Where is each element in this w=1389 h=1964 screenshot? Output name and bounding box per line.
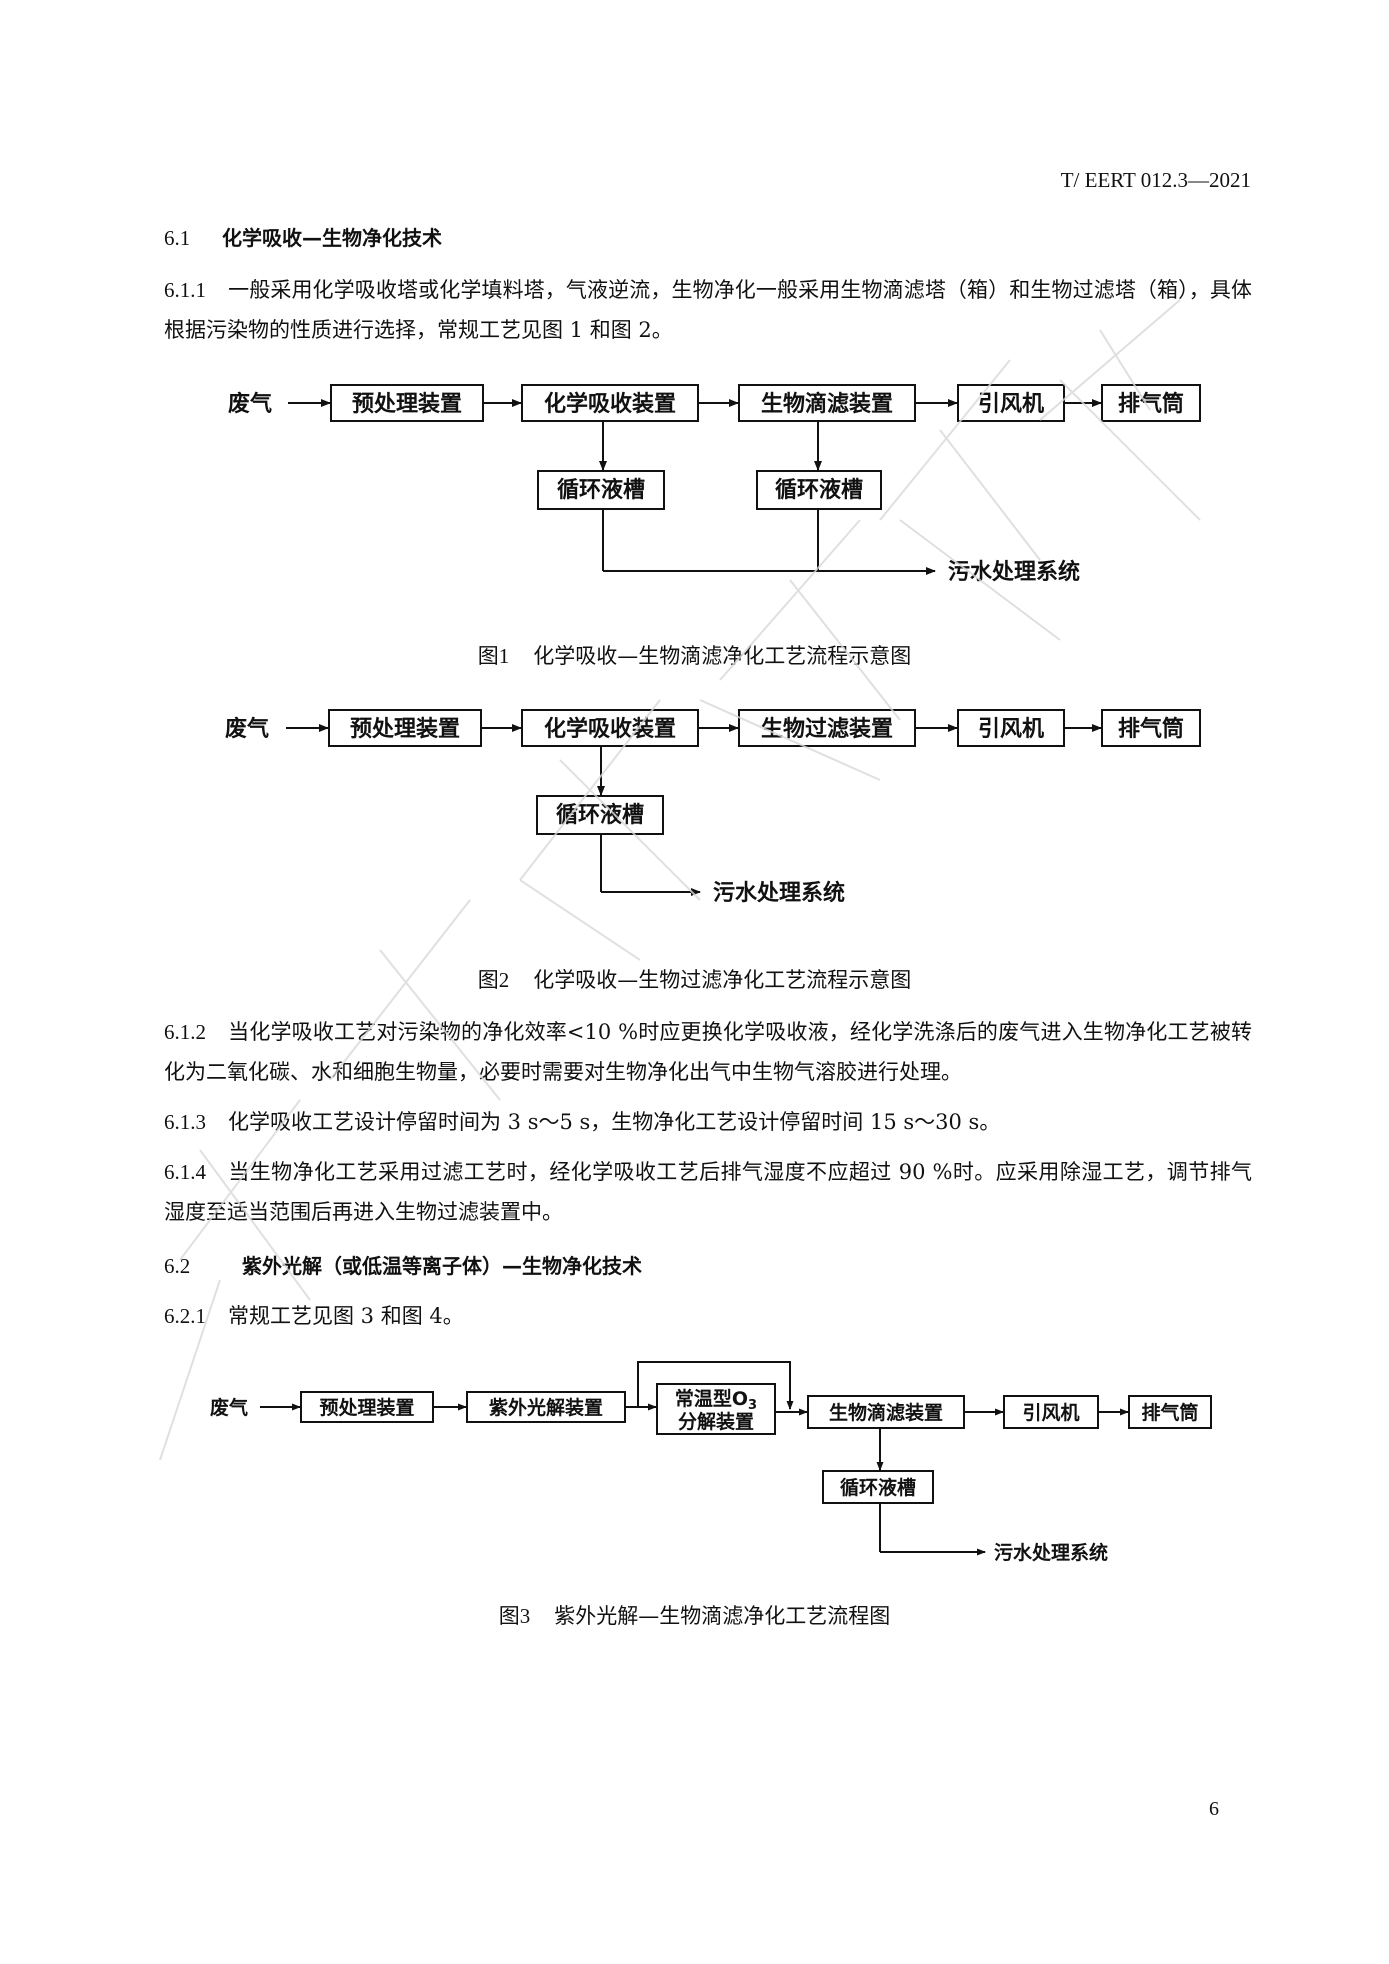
clause-text: 当生物净化工艺采用过滤工艺时，经化学吸收工艺后排气湿度不应超过 90 %时。应采…: [164, 1160, 1252, 1224]
figure-2-caption: 图2 化学吸收—生物过滤净化工艺流程示意图: [0, 964, 1389, 994]
clause-number: 6.1.2: [164, 1020, 206, 1044]
circulation-tank-box: 循环液槽: [557, 477, 645, 503]
page-number: 6: [1209, 1798, 1219, 1820]
caption-number: 图1: [477, 644, 510, 668]
clause-number: 6.1.1: [164, 278, 206, 302]
bio-trickling-box: 生物滴滤装置: [761, 391, 893, 417]
figure-3-flowchart: 废气 预处理装置 紫外光解装置 常温型O3 分解装置 生物滴滤装置 引风机 排气…: [0, 1350, 1389, 1570]
caption-number: 图3: [498, 1604, 531, 1628]
sewage-system-label: 污水处理系统: [994, 1541, 1108, 1564]
waste-gas-label: 废气: [228, 391, 272, 417]
ozone-label: 常温型O: [675, 1387, 748, 1410]
waste-gas-label: 废气: [210, 1396, 248, 1419]
paragraph-6-1-3: 6.1.3 化学吸收工艺设计停留时间为 3 s～5 s，生物净化工艺设计停留时间 …: [164, 1102, 1252, 1142]
caption-text: 化学吸收—生物滴滤净化工艺流程示意图: [533, 644, 912, 668]
ozone-decomposition-box-line1: 常温型O3: [675, 1387, 757, 1413]
section-heading-6-1: 6.1 化学吸收—生物净化技术: [164, 222, 442, 251]
ozone-decomposition-box-line2: 分解装置: [678, 1410, 754, 1433]
figure-3-caption: 图3 紫外光解—生物滴滤净化工艺流程图: [0, 1600, 1389, 1630]
clause-text: 当化学吸收工艺对污染物的净化效率<10 %时应更换化学吸收液，经化学洗涤后的废气…: [164, 1020, 1252, 1084]
circulation-tank-box: 循环液槽: [775, 477, 863, 503]
pretreatment-box: 预处理装置: [352, 391, 462, 417]
section-title: 化学吸收—生物净化技术: [222, 226, 442, 250]
induced-fan-box: 引风机: [1022, 1402, 1079, 1424]
ozone-subscript: 3: [748, 1398, 757, 1413]
bio-trickling-box: 生物滴滤装置: [829, 1401, 943, 1424]
exhaust-stack-box: 排气筒: [1118, 391, 1184, 417]
circulation-tank-box: 循环液槽: [556, 802, 644, 828]
chemical-absorption-box: 化学吸收装置: [544, 391, 676, 417]
document-code: T/ EERT 012.3—2021: [1060, 168, 1251, 192]
sewage-system-label: 污水处理系统: [713, 880, 845, 906]
chemical-absorption-box: 化学吸收装置: [544, 716, 676, 742]
waste-gas-label: 废气: [225, 716, 269, 742]
clause-text: 化学吸收工艺设计停留时间为 3 s～5 s，生物净化工艺设计停留时间 15 s～…: [228, 1110, 1001, 1134]
uv-photolysis-box: 紫外光解装置: [489, 1396, 603, 1419]
pretreatment-box: 预处理装置: [319, 1396, 414, 1419]
section-title: 紫外光解（或低温等离子体）—生物净化技术: [242, 1254, 642, 1278]
clause-number: 6.1.3: [164, 1110, 206, 1134]
section-number: 6.1: [164, 226, 191, 250]
clause-text: 常规工艺见图 3 和图 4。: [228, 1304, 464, 1328]
clause-number: 6.1.4: [164, 1160, 206, 1184]
caption-text: 紫外光解—生物滴滤净化工艺流程图: [554, 1604, 891, 1628]
circulation-tank-box: 循环液槽: [840, 1476, 916, 1499]
section-heading-6-2: 6.2 紫外光解（或低温等离子体）—生物净化技术: [164, 1250, 642, 1279]
induced-fan-box: 引风机: [978, 717, 1044, 742]
sewage-system-label: 污水处理系统: [948, 559, 1080, 585]
figure-2-flowchart: 废气 预处理装置 化学吸收装置 生物过滤装置 引风机 排气筒 循环液槽 污水处理…: [0, 700, 1389, 920]
bio-filter-box: 生物过滤装置: [761, 716, 893, 742]
figure-1-caption: 图1 化学吸收—生物滴滤净化工艺流程示意图: [0, 640, 1389, 670]
figure-1-flowchart: 废气 预处理装置 化学吸收装置 生物滴滤装置 引风机 排气筒 循环液槽 循环液槽…: [0, 375, 1389, 605]
caption-text: 化学吸收—生物过滤净化工艺流程示意图: [533, 968, 912, 992]
pretreatment-box: 预处理装置: [350, 716, 460, 742]
caption-number: 图2: [477, 968, 510, 992]
section-number: 6.2: [164, 1254, 191, 1278]
clause-number: 6.2.1: [164, 1304, 206, 1328]
exhaust-stack-box: 排气筒: [1118, 716, 1184, 742]
exhaust-stack-box: 排气筒: [1141, 1401, 1198, 1424]
paragraph-6-2-1: 6.2.1 常规工艺见图 3 和图 4。: [164, 1296, 1252, 1336]
clause-text: 一般采用化学吸收塔或化学填料塔，气液逆流，生物净化一般采用生物滴滤塔（箱）和生物…: [164, 278, 1252, 342]
induced-fan-box: 引风机: [978, 392, 1044, 417]
